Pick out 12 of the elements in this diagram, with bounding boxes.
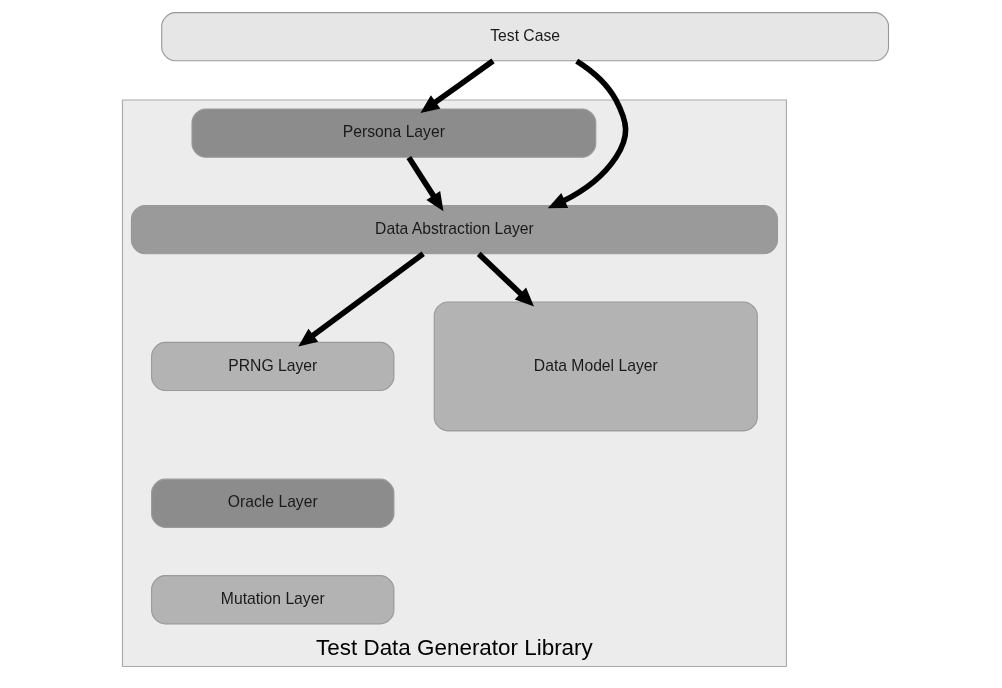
node-box: Data Model Layer: [433, 301, 758, 432]
node-box: Mutation Layer: [151, 575, 395, 625]
arrow: [298, 251, 425, 347]
node-box: Data Abstraction Layer: [130, 204, 779, 255]
node-box: Test Case: [161, 12, 890, 62]
arrow: [476, 251, 535, 307]
arrow: [547, 58, 629, 209]
node-box: PRNG Layer: [151, 341, 395, 392]
arrow: [420, 58, 495, 113]
arrow: [406, 156, 444, 212]
node-box: Oracle Layer: [151, 478, 395, 528]
node-box: Persona Layer: [191, 108, 597, 158]
